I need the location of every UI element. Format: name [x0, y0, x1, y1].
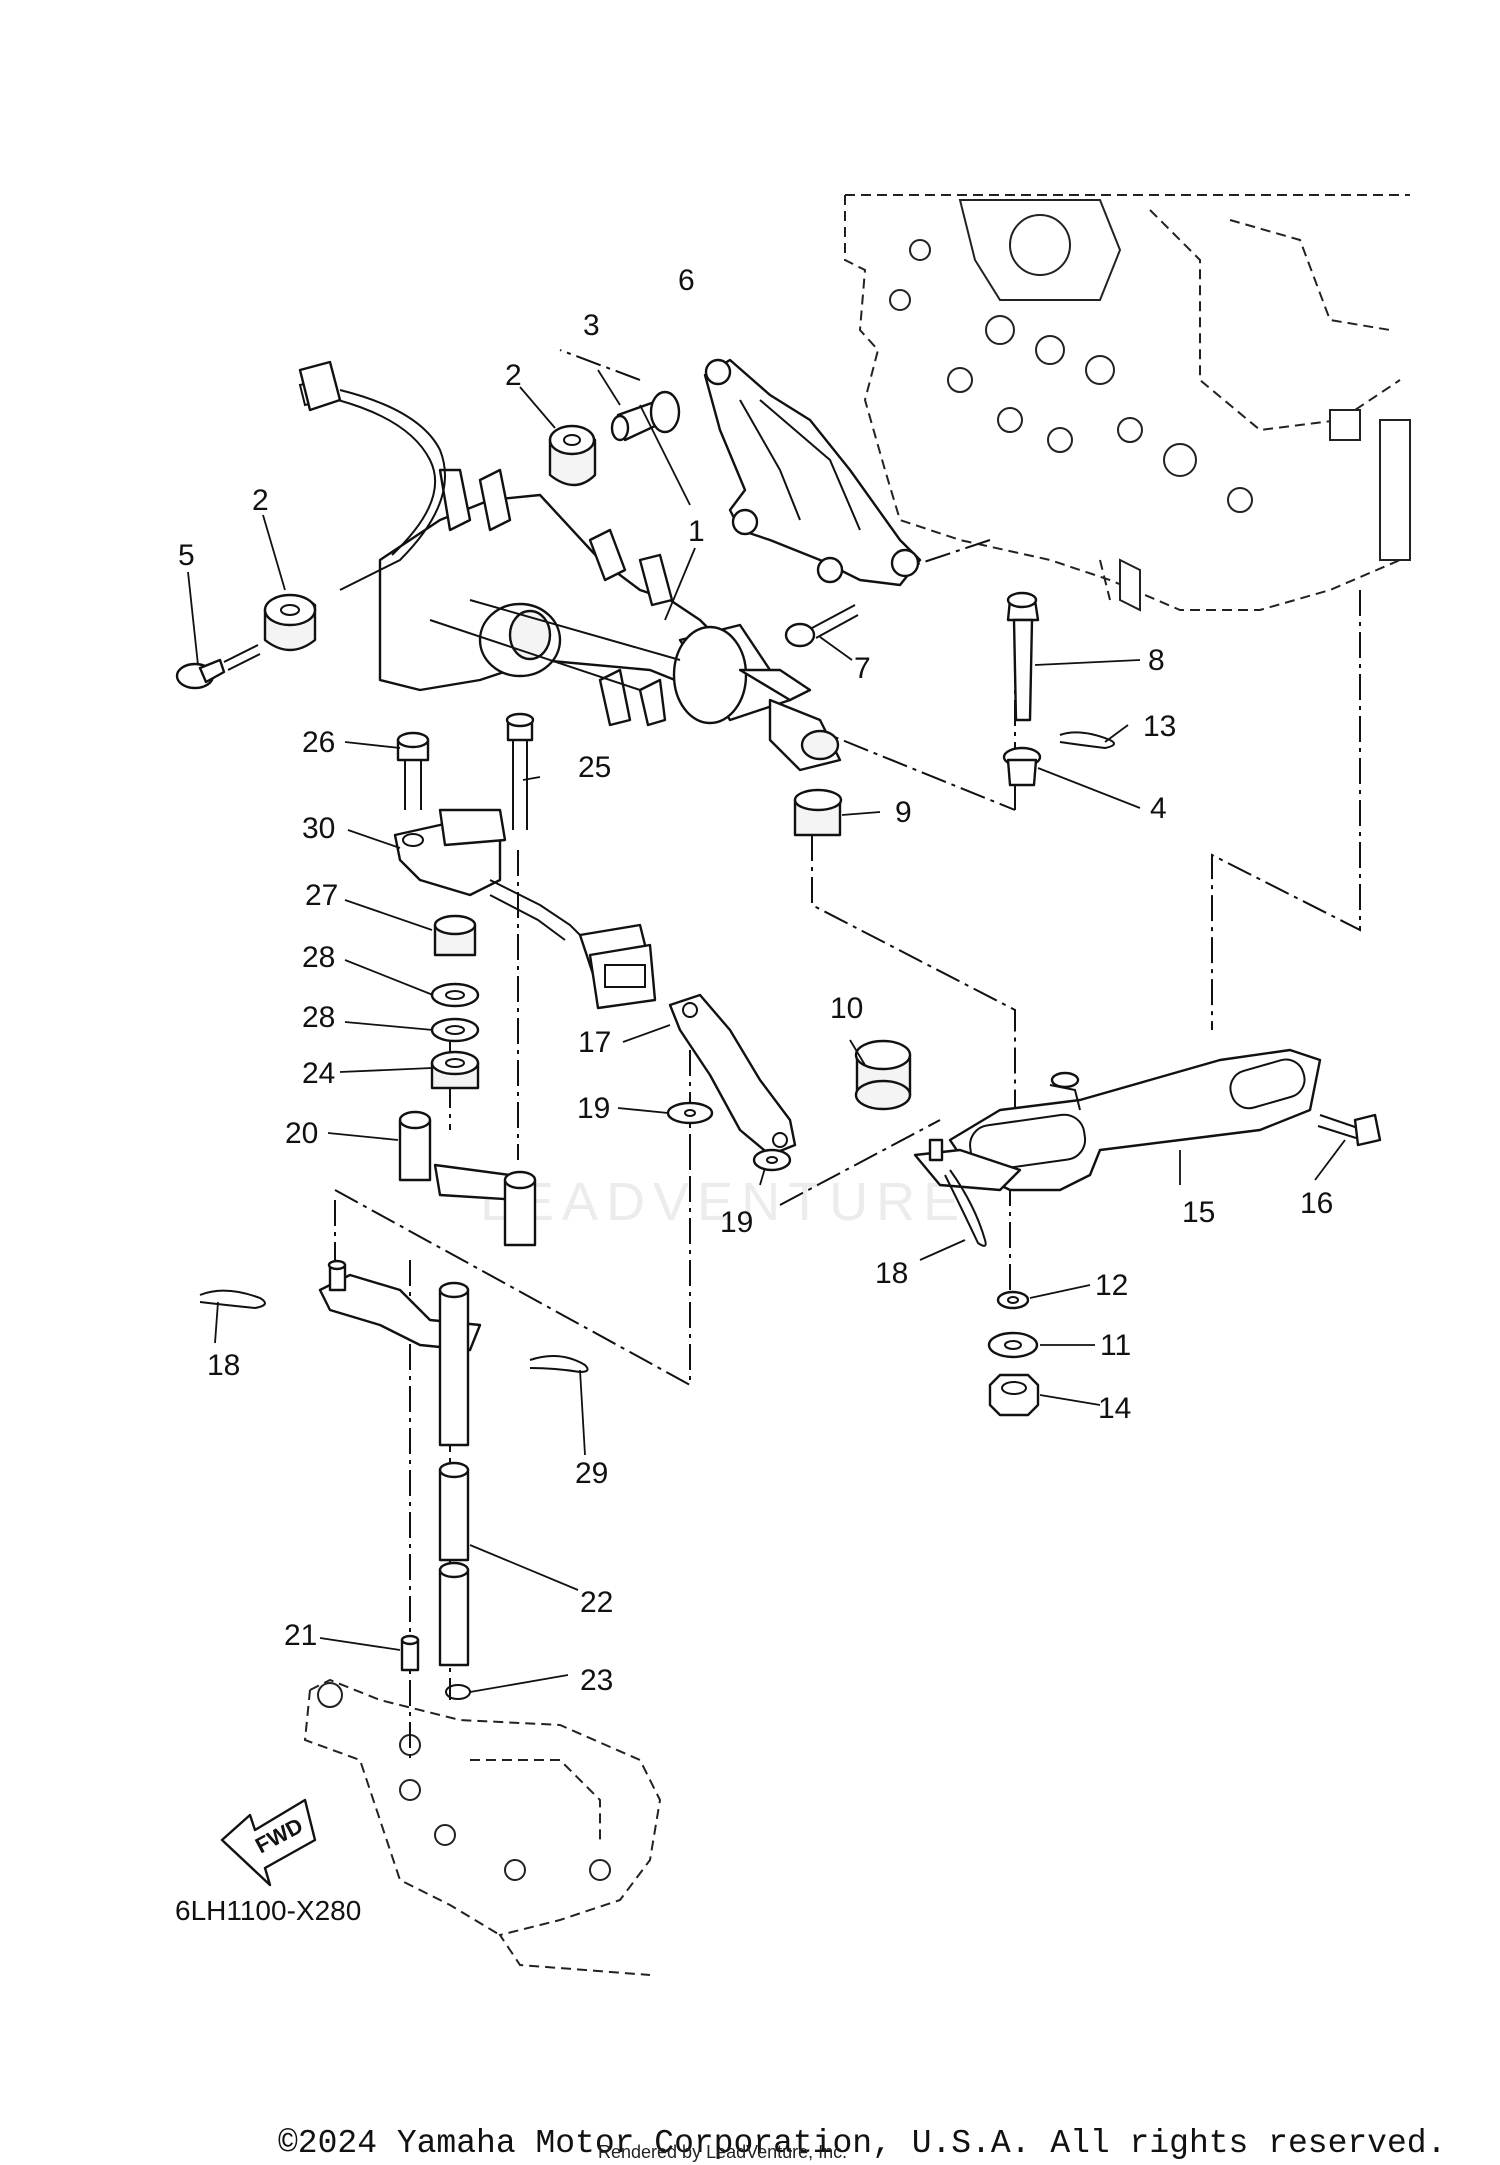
part-28-washer-b — [430, 1017, 480, 1043]
part-2-grommet-lower — [263, 593, 317, 652]
part-3-collar — [610, 390, 681, 442]
part-1-shift-assembly — [378, 468, 842, 772]
connector-plug — [578, 923, 657, 1010]
part-14-nut — [988, 1373, 1040, 1417]
callout-24: 24 — [302, 1057, 335, 1090]
part-10-damper — [854, 1039, 912, 1111]
callout-5: 5 — [178, 539, 195, 572]
callout-4: 4 — [1150, 792, 1167, 825]
callout-13: 13 — [1143, 710, 1176, 743]
gearcase-outline — [303, 1678, 662, 1976]
part-6-bracket — [703, 358, 922, 587]
callout-7: 7 — [854, 652, 871, 685]
callout-25: 25 — [578, 751, 611, 784]
part-22-shift-shaft — [438, 1281, 470, 1667]
callout-30: 30 — [302, 812, 335, 845]
callout-10: 10 — [830, 992, 863, 1025]
callout-19-left: 19 — [577, 1092, 610, 1125]
callout-22: 22 — [580, 1586, 613, 1619]
callout-23: 23 — [580, 1664, 613, 1697]
part-26-bolt — [396, 731, 430, 810]
callout-12: 12 — [1095, 1269, 1128, 1302]
part-25-long-bolt — [505, 712, 535, 830]
callout-26: 26 — [302, 726, 335, 759]
part-7-bolt — [784, 604, 859, 648]
part-4-collar — [1002, 746, 1042, 787]
callouts: 1 2 2 3 4 5 6 7 8 9 10 11 12 13 14 15 16… — [178, 264, 1333, 1697]
callout-6: 6 — [678, 264, 695, 297]
callout-8: 8 — [1148, 644, 1165, 677]
fwd-arrow: FWD — [220, 1798, 317, 1887]
callout-20: 20 — [285, 1117, 318, 1150]
leader-lines — [187, 369, 1346, 1693]
wire-harness-top — [298, 360, 446, 591]
watermark: LEADVENTURE — [480, 1172, 967, 1232]
part-28-washer-a — [430, 982, 480, 1008]
part-9-bushing — [793, 788, 843, 837]
part-2-grommet-upper — [548, 424, 597, 487]
callout-9: 9 — [895, 796, 912, 829]
callout-18-right: 18 — [875, 1257, 908, 1290]
callout-18-left: 18 — [207, 1349, 240, 1382]
callout-19-right: 19 — [720, 1206, 753, 1239]
part-30-sensor — [393, 808, 581, 941]
part-19-washer-b — [752, 1148, 792, 1172]
callout-2-upper: 2 — [505, 359, 522, 392]
part-29-clip — [529, 1355, 589, 1374]
callout-14: 14 — [1098, 1392, 1131, 1425]
part-15-shift-lever — [913, 1048, 1322, 1192]
callout-27: 27 — [305, 879, 338, 912]
rendered-by: Rendered by LeadVenture, Inc. — [598, 2142, 847, 2162]
part-12-washer — [996, 1290, 1030, 1310]
diagram-code: 6LH1100-X280 — [175, 1895, 361, 1926]
part-18-clip-right — [944, 1169, 987, 1247]
part-20-lever — [398, 1110, 537, 1247]
part-5-screw — [175, 644, 261, 690]
part-18-clip-left — [199, 1289, 266, 1310]
callout-29: 29 — [575, 1457, 608, 1490]
part-27-bushing — [433, 914, 477, 957]
callout-11: 11 — [1100, 1329, 1131, 1362]
callout-15: 15 — [1182, 1196, 1215, 1229]
part-13-clip — [1059, 731, 1115, 750]
part-17-link — [668, 993, 797, 1157]
engine-block — [844, 194, 1411, 612]
callout-2-lower: 2 — [252, 484, 269, 517]
callout-3: 3 — [583, 309, 600, 342]
part-8-long-bolt — [1006, 591, 1040, 722]
part-21-pin — [400, 1634, 420, 1672]
callout-21: 21 — [284, 1619, 317, 1652]
part-19-washer-a — [666, 1101, 714, 1125]
callout-1: 1 — [688, 515, 705, 548]
callout-28-lower: 28 — [302, 1001, 335, 1034]
copyright-notice: ©2024 Yamaha Motor Corporation, U.S.A. A… — [278, 2125, 1446, 2162]
part-11-washer — [987, 1331, 1039, 1359]
part-24-bushing — [430, 1050, 480, 1090]
part-16-bolt — [1317, 1113, 1382, 1147]
callout-17: 17 — [578, 1026, 611, 1059]
callout-28-upper: 28 — [302, 941, 335, 974]
callout-16: 16 — [1300, 1187, 1333, 1220]
